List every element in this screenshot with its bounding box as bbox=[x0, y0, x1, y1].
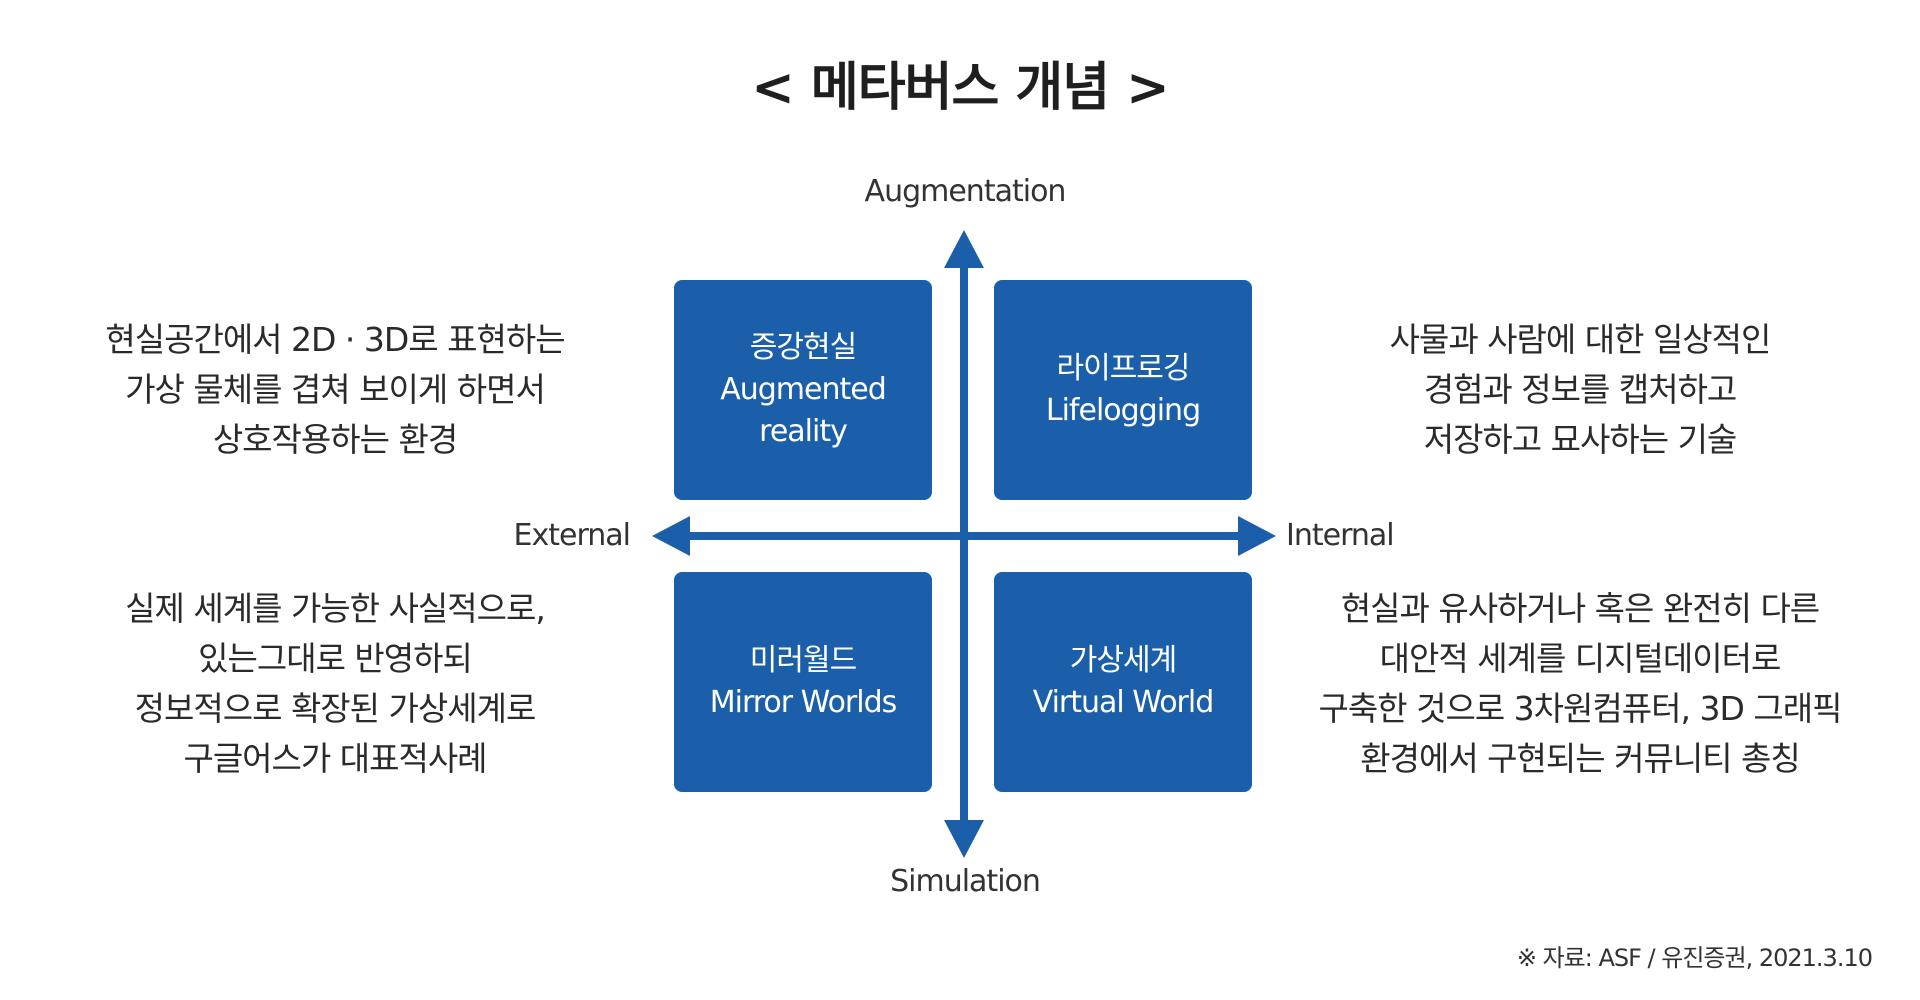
page-title: < 메타버스 개념 > bbox=[751, 58, 1170, 118]
description-line: 환경에서 구현되는 커뮤니티 총칭 bbox=[1360, 739, 1801, 778]
description-line: 대안적 세계를 디지털데이터로 bbox=[1379, 639, 1782, 678]
description-line: 경험과 정보를 캡처하고 bbox=[1423, 370, 1738, 409]
description-line: 상호작용하는 환경 bbox=[212, 420, 458, 459]
description-line: 사물과 사람에 대한 일상적인 bbox=[1389, 320, 1772, 359]
description-virtual-world: 현실과 유사하거나 혹은 완전히 다른 대안적 세계를 디지털데이터로 구축한 … bbox=[1270, 584, 1890, 784]
description-mirror-worlds: 실제 세계를 가능한 사실적으로, 있는그대로 반영하되 정보적으로 확장된 가… bbox=[40, 584, 630, 784]
quadrant-title-english: Lifelogging bbox=[1045, 393, 1201, 428]
quadrant-title-korean: 증강현실 bbox=[749, 330, 857, 365]
source-note: ※ 자료: ASF / 유진증권, 2021.3.10 bbox=[1516, 944, 1873, 972]
quadrant-title-english: reality bbox=[759, 414, 848, 449]
description-line: 실제 세계를 가능한 사실적으로, bbox=[125, 589, 546, 628]
quadrant-augmented-reality: 증강현실 Augmented reality bbox=[674, 280, 932, 500]
axis-label-simulation: Simulation bbox=[890, 864, 1041, 899]
quadrant-lifelogging: 라이프로깅 Lifelogging bbox=[994, 280, 1252, 500]
description-lifelogging: 사물과 사람에 대한 일상적인 경험과 정보를 캡처하고 저장하고 묘사하는 기… bbox=[1300, 315, 1860, 465]
arrow-right-icon bbox=[1238, 516, 1276, 556]
description-line: 구축한 것으로 3차원컴퓨터, 3D 그래픽 bbox=[1318, 689, 1843, 728]
arrow-down-icon bbox=[944, 820, 984, 858]
axis-label-augmentation: Augmentation bbox=[864, 174, 1067, 209]
quadrant-mirror-worlds: 미러월드 Mirror Worlds bbox=[674, 572, 932, 792]
description-line: 구글어스가 대표적사례 bbox=[183, 739, 487, 778]
description-line: 있는그대로 반영하되 bbox=[198, 639, 473, 678]
arrow-left-icon bbox=[652, 516, 690, 556]
quadrant-title-english: Augmented bbox=[720, 372, 887, 407]
axis-label-external: External bbox=[513, 518, 631, 553]
quadrant-virtual-world: 가상세계 Virtual World bbox=[994, 572, 1252, 792]
description-line: 저장하고 묘사하는 기술 bbox=[1423, 420, 1738, 459]
quadrant-title-english: Virtual World bbox=[1032, 685, 1215, 720]
quadrant-title-english: Mirror Worlds bbox=[709, 685, 898, 720]
quadrant-title-korean: 라이프로깅 bbox=[1056, 351, 1191, 386]
description-line: 정보적으로 확장된 가상세계로 bbox=[134, 689, 537, 728]
description-augmented-reality: 현실공간에서 2D · 3D로 표현하는 가상 물체를 겹쳐 보이게 하면서 상… bbox=[40, 315, 630, 465]
description-line: 현실공간에서 2D · 3D로 표현하는 bbox=[105, 320, 565, 359]
description-line: 가상 물체를 겹쳐 보이게 하면서 bbox=[125, 370, 546, 409]
arrow-up-icon bbox=[944, 230, 984, 268]
description-line: 현실과 유사하거나 혹은 완전히 다른 bbox=[1340, 589, 1820, 628]
quadrant-title-korean: 가상세계 bbox=[1069, 643, 1177, 678]
axis-label-internal: Internal bbox=[1286, 518, 1395, 553]
quadrant-title-korean: 미러월드 bbox=[749, 643, 857, 678]
